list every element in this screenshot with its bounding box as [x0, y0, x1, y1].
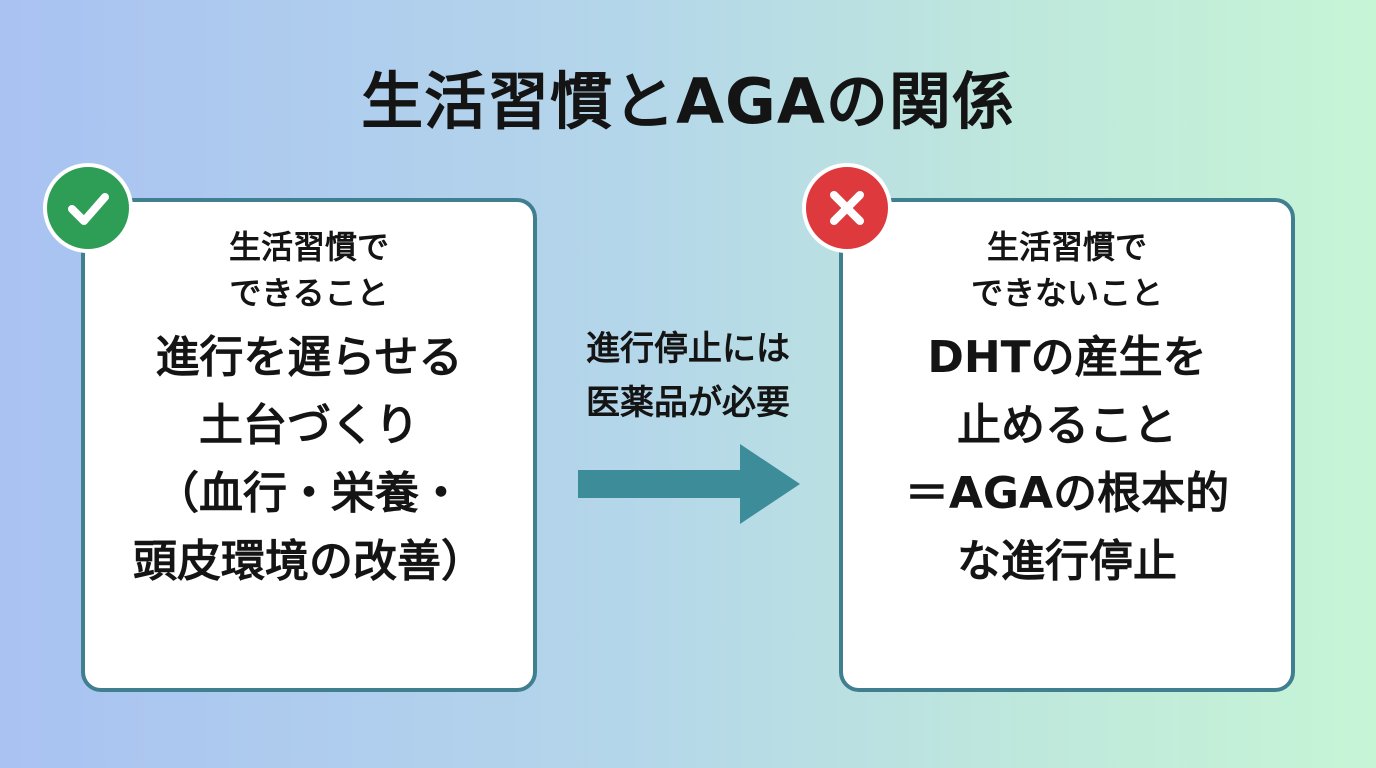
page-title: 生活習慣とAGAの関係: [361, 65, 1015, 138]
can-do-main-line: 土台づくり: [199, 400, 419, 451]
middle-note: 進行停止には 医薬品が必要: [548, 322, 828, 430]
cannot-do-subtitle-line: できないこと: [970, 274, 1163, 312]
can-do-main-line: 頭皮環境の改善）: [133, 536, 485, 587]
cannot-do-subtitle: 生活習慣で できないこと: [843, 224, 1291, 316]
cannot-do-main-text: DHTの産生を 止めること ＝AGAの根本的 な進行停止: [843, 324, 1291, 596]
check-icon: [68, 193, 109, 225]
cannot-do-main-line: DHTの産生を: [927, 332, 1207, 383]
can-do-main-text: 進行を遅らせる 土台づくり （血行・栄養・ 頭皮環境の改善）: [85, 324, 533, 596]
can-do-subtitle-line: 生活習慣で: [228, 228, 389, 266]
cannot-do-subtitle-line: 生活習慣で: [986, 228, 1147, 266]
cross-icon: [830, 191, 864, 225]
middle-note-line: 医薬品が必要: [586, 383, 790, 423]
cannot-do-card: 生活習慣で できないこと DHTの産生を 止めること ＝AGAの根本的 な進行停…: [839, 198, 1295, 692]
cannot-do-main-line: な進行停止: [957, 536, 1177, 587]
arrow-right-icon: [578, 444, 800, 524]
cannot-do-main-line: ＝AGAの根本的: [904, 468, 1230, 519]
can-do-subtitle: 生活習慣で できること: [85, 224, 533, 316]
can-do-card: 生活習慣で できること 進行を遅らせる 土台づくり （血行・栄養・ 頭皮環境の改…: [81, 198, 537, 692]
can-do-subtitle-line: できること: [229, 274, 389, 312]
can-do-main-line: 進行を遅らせる: [155, 332, 463, 383]
check-badge: [43, 163, 133, 253]
cannot-do-main-line: 止めること: [957, 400, 1177, 451]
middle-note-line: 進行停止には: [586, 329, 790, 369]
can-do-main-line: （血行・栄養・: [155, 468, 463, 519]
cross-badge: [802, 163, 892, 253]
